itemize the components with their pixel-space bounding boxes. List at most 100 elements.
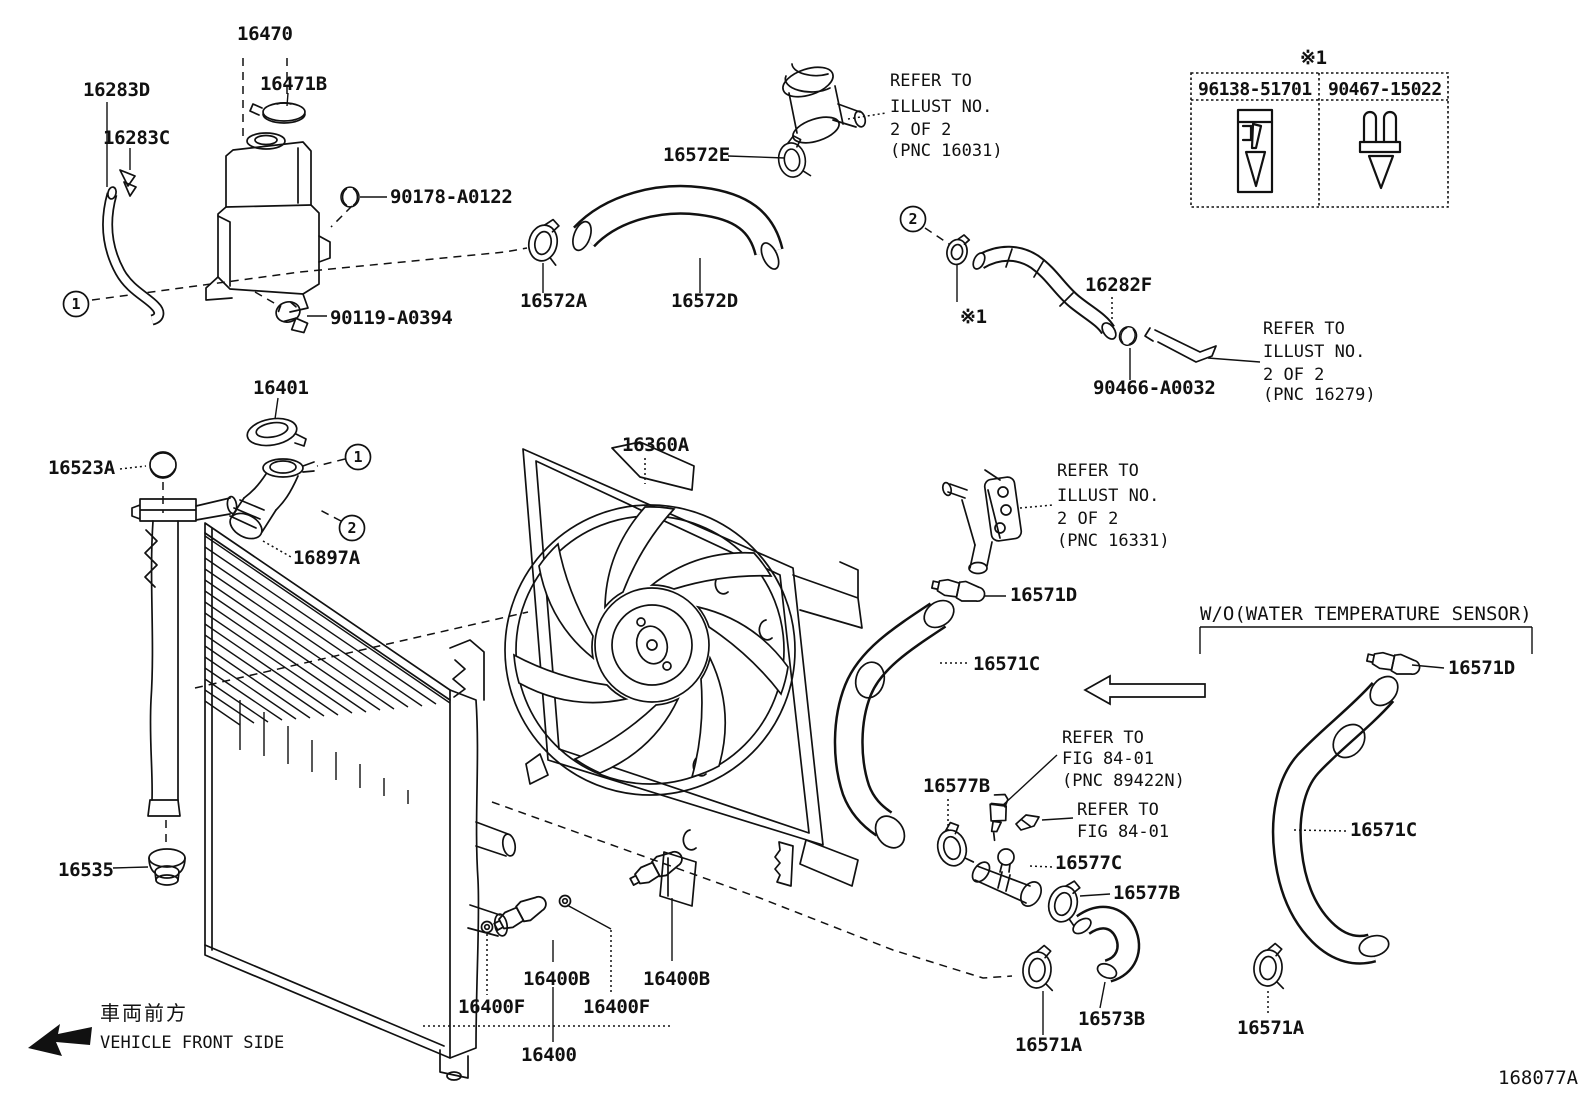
vehicle-front-en: VEHICLE FRONT SIDE xyxy=(100,1033,284,1053)
label-16471b: 16471B xyxy=(260,73,327,95)
grommet-90466 xyxy=(1116,324,1140,348)
note-16331-line2: ILLUST NO. xyxy=(1057,486,1159,506)
clamp-icon-90467 xyxy=(1358,110,1402,190)
label-16400f-2: 16400F xyxy=(583,996,650,1018)
hose-clamp-asterisk1 xyxy=(944,231,971,267)
thermo-switch-89422n xyxy=(989,793,1009,842)
callout-1b: 1 xyxy=(344,443,372,471)
note-16279-line3: 2 OF 2 xyxy=(1263,365,1324,385)
overflow-hose xyxy=(102,186,165,326)
outlet-hose-16571c-center xyxy=(833,599,955,849)
hose-16573b xyxy=(1072,905,1141,983)
label-16283c: 16283C xyxy=(103,127,170,149)
radiator-cap-16401 xyxy=(246,417,307,447)
note-16031-line2: ILLUST NO. xyxy=(890,97,992,117)
table-part-90467: 90467-15022 xyxy=(1328,79,1442,100)
label-16571c-right: 16571C xyxy=(1350,819,1417,841)
reservoir-cap xyxy=(249,102,306,124)
note-16279-line2: ILLUST NO. xyxy=(1263,342,1365,362)
overflow-grommet-16523a xyxy=(149,451,177,479)
note-8401a-line3: (PNC 89422N) xyxy=(1062,771,1185,791)
cooling-fan xyxy=(504,504,796,796)
label-16573b: 16573B xyxy=(1078,1008,1145,1030)
water-inlet-16031 xyxy=(782,63,867,144)
label-16360a: 16360A xyxy=(622,434,690,456)
note-16331-line4: (PNC 16331) xyxy=(1057,531,1170,551)
label-16577b-upper: 16577B xyxy=(923,775,990,797)
label-16571d-right: 16571D xyxy=(1448,657,1515,679)
figure-code: 168077A xyxy=(1498,1067,1579,1089)
callout-2a-number: 2 xyxy=(908,210,917,228)
label-16282f: 16282F xyxy=(1085,274,1152,296)
upper-radiator-hose xyxy=(572,184,784,270)
note-16331-line3: 2 OF 2 xyxy=(1057,509,1118,529)
callout-1b-number: 1 xyxy=(353,448,362,466)
oring-16400f-2 xyxy=(558,894,572,908)
water-outlet-16331 xyxy=(941,469,1023,575)
water-temp-sensor-16571d-right xyxy=(1364,646,1423,680)
note-16031-line1: REFER TO xyxy=(890,71,972,91)
leader-lines xyxy=(106,92,1533,1042)
note-16031-line3: 2 OF 2 xyxy=(890,120,951,140)
label-90178: 90178-A0122 xyxy=(390,186,513,208)
grommet-90178 xyxy=(340,186,360,208)
label-16571c-center: 16571C xyxy=(973,653,1040,675)
note-8401a-line2: FIG 84-01 xyxy=(1062,749,1154,769)
label-16535: 16535 xyxy=(58,859,114,881)
label-16572d: 16572D xyxy=(671,290,738,312)
fan-shroud xyxy=(522,441,863,907)
hose-clamp-16572e xyxy=(774,133,812,181)
water-bypass-hose-16282f xyxy=(972,245,1117,340)
note-16331-line1: REFER TO xyxy=(1057,461,1139,481)
water-joint-16577c xyxy=(971,848,1042,907)
bolt-90119 xyxy=(272,297,311,340)
label-16571a-center: 16571A xyxy=(1015,1034,1083,1056)
vehicle-front-arrow xyxy=(28,1024,92,1056)
reservoir-tank xyxy=(205,132,331,313)
note-8401a-line1: REFER TO xyxy=(1062,728,1144,748)
shroud-leg-jagged xyxy=(774,841,794,887)
callout-2b-number: 2 xyxy=(347,519,356,537)
note-8401b-line2: FIG 84-01 xyxy=(1077,822,1169,842)
label-16572e: 16572E xyxy=(663,144,730,166)
label-asterisk1-clamp: ※1 xyxy=(960,306,987,328)
clamp-options-table xyxy=(1190,72,1449,208)
table-part-96138: 96138-51701 xyxy=(1198,79,1312,100)
radiator-core-fins xyxy=(204,535,451,804)
note-8401b-line1: REFER TO xyxy=(1077,800,1159,820)
clamp-icon-96138 xyxy=(1236,108,1274,194)
label-16283d: 16283D xyxy=(83,79,150,101)
label-16400: 16400 xyxy=(521,1044,577,1066)
callout-1a: 1 xyxy=(62,290,90,318)
note-16031-line4: (PNC 16031) xyxy=(890,141,1003,161)
label-16577b-lower: 16577B xyxy=(1113,882,1180,904)
drain-plug xyxy=(148,848,186,886)
callout-2b: 2 xyxy=(338,514,366,542)
note-16279-line4: (PNC 16279) xyxy=(1263,385,1376,405)
clip-fig8401 xyxy=(1015,814,1040,831)
label-16400b-2: 16400B xyxy=(643,968,710,990)
label-16523a: 16523A xyxy=(48,457,116,479)
hose-clamp-16577b-upper xyxy=(931,818,975,871)
outlet-hose-16571c-right xyxy=(1271,675,1399,965)
label-16470: 16470 xyxy=(237,23,293,45)
label-asterisk1-table: ※1 xyxy=(1300,47,1327,69)
hose-clamp-16572a xyxy=(524,214,566,266)
label-16400b-1: 16400B xyxy=(523,968,590,990)
radiator xyxy=(131,495,517,1081)
wo-section-arrow xyxy=(1083,674,1206,706)
note-16279-line1: REFER TO xyxy=(1263,319,1345,339)
hose-clamp-16571a-center xyxy=(1020,943,1057,992)
wo-sensor-heading: W/O(WATER TEMPERATURE SENSOR) xyxy=(1200,603,1532,625)
callout-1a-number: 1 xyxy=(71,295,80,313)
radiator-right-tank xyxy=(439,639,517,1081)
label-90119: 90119-A0394 xyxy=(330,307,453,329)
label-16571a-right: 16571A xyxy=(1237,1017,1305,1039)
hose-clip-16283c xyxy=(119,169,137,197)
label-90466: 90466-A0032 xyxy=(1093,377,1216,399)
label-16577c: 16577C xyxy=(1055,852,1122,874)
hose-clamp-16571a-right xyxy=(1251,941,1288,990)
assembly-dashed-lines xyxy=(91,58,1013,979)
